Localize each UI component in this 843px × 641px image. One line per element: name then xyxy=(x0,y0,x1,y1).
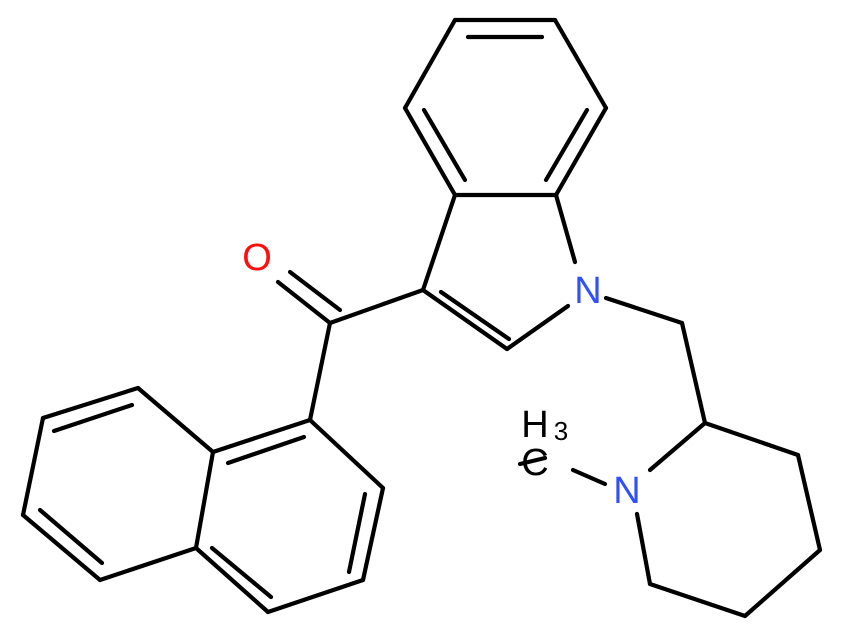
bond xyxy=(51,402,135,434)
oxygen-atom-label: O xyxy=(242,237,272,279)
bond xyxy=(193,545,271,615)
bond xyxy=(517,455,548,467)
bond xyxy=(275,279,333,326)
bond xyxy=(742,547,823,619)
bond xyxy=(570,467,608,487)
bond xyxy=(438,289,512,342)
bond xyxy=(647,581,748,619)
bond xyxy=(553,105,609,198)
bond xyxy=(40,385,141,421)
methyl-hydrogen-label: H xyxy=(521,404,548,446)
bond xyxy=(603,295,685,326)
bond xyxy=(402,105,458,198)
bond xyxy=(360,485,386,583)
bond xyxy=(402,17,458,111)
bond xyxy=(421,107,468,183)
bond xyxy=(420,287,510,352)
bond xyxy=(679,320,708,426)
bond xyxy=(193,449,216,551)
bond xyxy=(210,417,313,455)
bond xyxy=(135,385,216,455)
methyl-subscript-label: 3 xyxy=(554,416,568,446)
bond xyxy=(420,192,458,293)
bond xyxy=(209,545,274,600)
piperidine-nitrogen-label: N xyxy=(613,470,640,512)
bond xyxy=(634,511,653,587)
bond xyxy=(20,512,103,583)
bond xyxy=(553,192,578,265)
bond xyxy=(647,420,708,473)
bond-lines xyxy=(20,17,823,619)
bond xyxy=(287,269,343,313)
bond xyxy=(97,545,199,583)
bond xyxy=(307,417,386,491)
bond xyxy=(504,303,571,352)
bond xyxy=(702,420,801,458)
bond xyxy=(225,434,307,466)
bond xyxy=(265,577,366,615)
bond xyxy=(20,415,46,518)
bond xyxy=(307,320,333,423)
bond xyxy=(37,507,105,566)
bond xyxy=(543,107,590,183)
indole-nitrogen-label: N xyxy=(574,270,601,312)
bond xyxy=(552,17,609,111)
bond xyxy=(346,491,368,575)
bond xyxy=(327,287,426,326)
bond xyxy=(795,452,823,553)
methyl-carbon-label: C xyxy=(521,442,548,484)
